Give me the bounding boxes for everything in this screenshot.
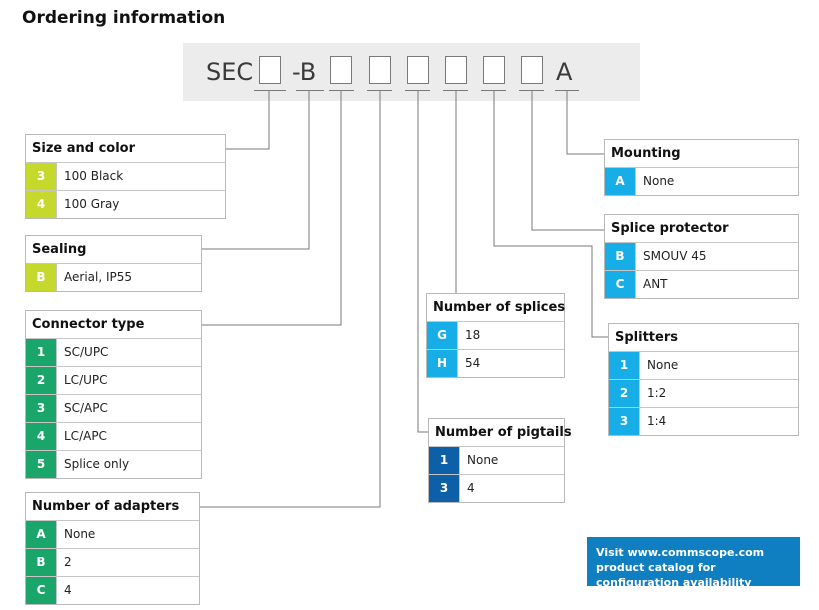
option-code: 4: [26, 423, 56, 450]
code-slot-splices: [445, 56, 467, 84]
option-code: 3: [609, 408, 639, 435]
option-code: A: [26, 521, 56, 548]
option-code: 1: [429, 447, 459, 474]
option-label: None: [635, 168, 674, 195]
option-label: 100 Black: [56, 163, 123, 190]
option-code: H: [427, 350, 457, 377]
option-code: B: [26, 264, 56, 291]
option-label: 4: [459, 475, 475, 502]
option-label: None: [639, 352, 678, 379]
option-code: A: [605, 168, 635, 195]
code-suffix: A: [556, 58, 573, 86]
code-slot-pigtails: [407, 56, 429, 84]
option-code: 4: [26, 191, 56, 218]
option-code: 2: [26, 367, 56, 394]
table-title: Connector type: [26, 311, 201, 339]
option-label: 2: [56, 549, 72, 576]
page-title: Ordering information: [22, 8, 226, 28]
code-slot-connector: [330, 56, 352, 84]
option-code: 2: [609, 380, 639, 407]
option-label: LC/UPC: [56, 367, 108, 394]
option-label: Aerial, IP55: [56, 264, 132, 291]
option-code: 3: [26, 395, 56, 422]
code-slot-adapters: [369, 56, 391, 84]
option-code: 5: [26, 451, 56, 478]
table-title: Number of pigtails: [429, 419, 572, 447]
option-label: ANT: [635, 271, 668, 298]
option-label: 18: [457, 322, 480, 349]
table-title: Splitters: [609, 324, 798, 352]
option-label: 1:2: [639, 380, 666, 407]
option-label: None: [56, 521, 95, 548]
table-title: Number of splices: [427, 294, 565, 322]
code-slot-splice-protector: [521, 56, 543, 84]
option-label: LC/APC: [56, 423, 107, 450]
configuration-note: Visit www.commscope.com product catalog …: [587, 537, 800, 589]
option-label: SC/APC: [56, 395, 108, 422]
option-label: None: [459, 447, 498, 474]
option-code: G: [427, 322, 457, 349]
table-title: Sealing: [26, 236, 201, 264]
option-code: C: [26, 577, 56, 604]
underline: [254, 90, 286, 91]
option-label: Splice only: [56, 451, 129, 478]
table-title: Size and color: [26, 135, 225, 163]
option-code: 3: [26, 163, 56, 190]
table-title: Number of adapters: [26, 493, 199, 521]
option-code: 1: [26, 339, 56, 366]
option-code: C: [605, 271, 635, 298]
option-label: SMOUV 45: [635, 243, 707, 270]
code-slot-splitters: [483, 56, 505, 84]
code-middle: -B: [292, 58, 317, 86]
table-title: Splice protector: [605, 215, 798, 243]
option-code: B: [605, 243, 635, 270]
code-prefix: SEC: [206, 58, 254, 86]
option-code: 1: [609, 352, 639, 379]
option-label: 1:4: [639, 408, 666, 435]
option-label: 54: [457, 350, 480, 377]
option-code: 3: [429, 475, 459, 502]
option-label: 4: [56, 577, 72, 604]
option-label: 100 Gray: [56, 191, 119, 218]
option-label: SC/UPC: [56, 339, 108, 366]
code-slot-size-color: [259, 56, 281, 84]
table-title: Mounting: [605, 140, 798, 168]
underline: [296, 90, 324, 91]
option-code: B: [26, 549, 56, 576]
